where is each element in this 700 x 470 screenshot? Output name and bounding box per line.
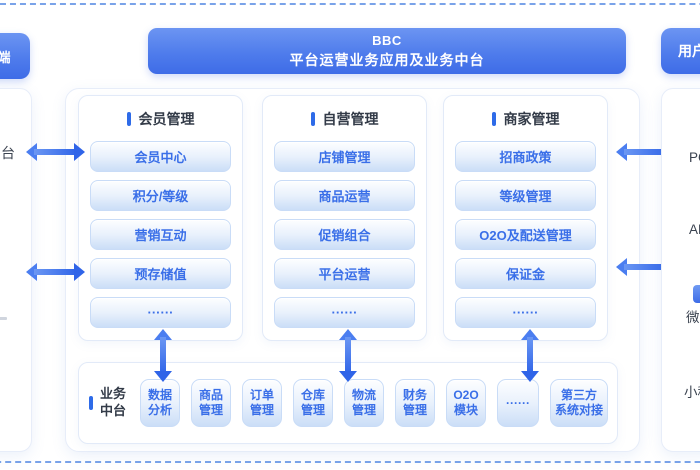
module-ellipsis: ······ <box>497 379 540 427</box>
item-investment-policy: 招商政策 <box>455 141 596 172</box>
arrow-shaft <box>160 337 166 374</box>
item-platform-operation: 平台运营 <box>274 258 415 289</box>
module-line2: 模块 <box>454 403 479 417</box>
user-item-app: APP <box>689 222 700 237</box>
vertical-arrow-selfop-to-platform <box>339 329 357 382</box>
module-line1: 第三方 <box>561 388 598 402</box>
item-ellipsis: ······ <box>455 297 596 328</box>
left-bidirectional-arrow-top <box>26 143 85 161</box>
module-line2: 管理 <box>250 403 275 417</box>
user-item-wechat: 微信 <box>686 310 700 325</box>
arrow-shaft <box>345 337 351 374</box>
column-items: 招商政策 等级管理 O2O及配送管理 保证金 ······ <box>444 129 607 328</box>
module-warehouse-management: 仓库 管理 <box>293 379 334 427</box>
left-panel-header: 端 <box>0 33 30 79</box>
module-line1: 数据 <box>148 388 173 402</box>
column-items: 会员中心 积分/等级 营销互动 预存储值 ······ <box>79 129 242 328</box>
item-ellipsis: ······ <box>90 297 231 328</box>
module-line1: 物流 <box>352 388 377 402</box>
module-third-party-integration: 第三方 系统对接 <box>550 379 609 427</box>
user-panel-header: 用户 <box>661 28 700 74</box>
middle-platform-label: 业务 中台 <box>89 386 126 420</box>
arrow-shaft <box>34 269 77 275</box>
item-promotion-combo: 促销组合 <box>274 219 415 250</box>
item-o2o-delivery: O2O及配送管理 <box>455 219 596 250</box>
module-line2: 管理 <box>199 403 224 417</box>
title-bar-icon <box>491 112 496 126</box>
user-item-pc: PC端 <box>689 150 700 165</box>
module-line2: 分析 <box>148 403 173 417</box>
module-line1: O2O <box>453 388 479 402</box>
vertical-arrow-merchant-to-platform <box>521 329 539 382</box>
item-points-level: 积分/等级 <box>90 180 231 211</box>
module-order-management: 订单 管理 <box>242 379 283 427</box>
column-title-row: 自营管理 <box>263 109 426 129</box>
column-title: 会员管理 <box>138 111 195 127</box>
user-item-miniprogram: 小程序 <box>684 385 700 400</box>
column-self-operation-management: 自营管理 店铺管理 商品运营 促销组合 平台运营 ······ <box>262 95 427 341</box>
module-product-management: 商品 管理 <box>191 379 232 427</box>
title-bar-icon <box>310 112 315 126</box>
left-panel-header-label: 端 <box>0 49 11 65</box>
module-line1: ······ <box>506 395 530 410</box>
label-line1: 业务 <box>100 386 127 402</box>
module-line2: 管理 <box>403 403 428 417</box>
item-deposit: 保证金 <box>455 258 596 289</box>
arrow-shaft <box>34 149 77 155</box>
module-o2o: O2O 模块 <box>446 379 487 427</box>
title-bar-icon <box>89 396 93 410</box>
column-merchant-management: 商家管理 招商政策 等级管理 O2O及配送管理 保证金 ······ <box>443 95 608 341</box>
main-header-subtitle: 平台运营业务应用及业务中台 <box>289 51 485 68</box>
item-member-center: 会员中心 <box>90 141 231 172</box>
user-panel-card: PC端 APP 微信 小程序 <box>661 88 700 452</box>
vertical-arrow-member-to-platform <box>154 329 172 382</box>
column-title: 商家管理 <box>503 111 560 127</box>
label-line2: 中台 <box>100 403 127 418</box>
left-bidirectional-arrow-bottom <box>26 263 85 281</box>
outer-dashed-border <box>0 3 700 463</box>
left-panel-partial-text-mark <box>0 317 7 320</box>
main-header-title: BBC <box>372 32 402 48</box>
module-logistics-management: 物流 管理 <box>344 379 385 427</box>
arrow-shaft <box>527 337 533 374</box>
item-ellipsis: ······ <box>274 297 415 328</box>
module-line2: 管理 <box>301 403 326 417</box>
wechat-icon <box>693 285 700 303</box>
module-data-analysis: 数据 分析 <box>140 379 181 427</box>
column-member-management: 会员管理 会员中心 积分/等级 营销互动 预存储值 ······ <box>78 95 243 341</box>
item-marketing: 营销互动 <box>90 219 231 250</box>
column-title-row: 会员管理 <box>79 109 242 129</box>
module-finance-management: 财务 管理 <box>395 379 436 427</box>
arrow-shaft <box>624 149 670 155</box>
column-items: 店铺管理 商品运营 促销组合 平台运营 ······ <box>263 129 426 328</box>
item-prestored-value: 预存储值 <box>90 258 231 289</box>
main-header: BBC 平台运营业务应用及业务中台 <box>148 28 626 74</box>
column-title: 自营管理 <box>322 111 379 127</box>
item-level-management: 等级管理 <box>455 180 596 211</box>
arrow-shaft <box>624 264 670 270</box>
module-line1: 财务 <box>403 388 428 402</box>
module-line1: 商品 <box>199 388 224 402</box>
title-bar-icon <box>126 112 131 126</box>
item-store-management: 店铺管理 <box>274 141 415 172</box>
module-line2: 系统对接 <box>555 403 604 417</box>
column-title-row: 商家管理 <box>444 109 607 129</box>
left-panel-partial-text: 台 <box>1 145 15 161</box>
item-product-operation: 商品运营 <box>274 180 415 211</box>
user-panel-header-label: 用户 <box>678 43 700 59</box>
module-line1: 仓库 <box>301 388 326 402</box>
middle-platform-label-text: 业务 中台 <box>100 386 126 420</box>
module-line2: 管理 <box>352 403 377 417</box>
module-line1: 订单 <box>250 388 275 402</box>
